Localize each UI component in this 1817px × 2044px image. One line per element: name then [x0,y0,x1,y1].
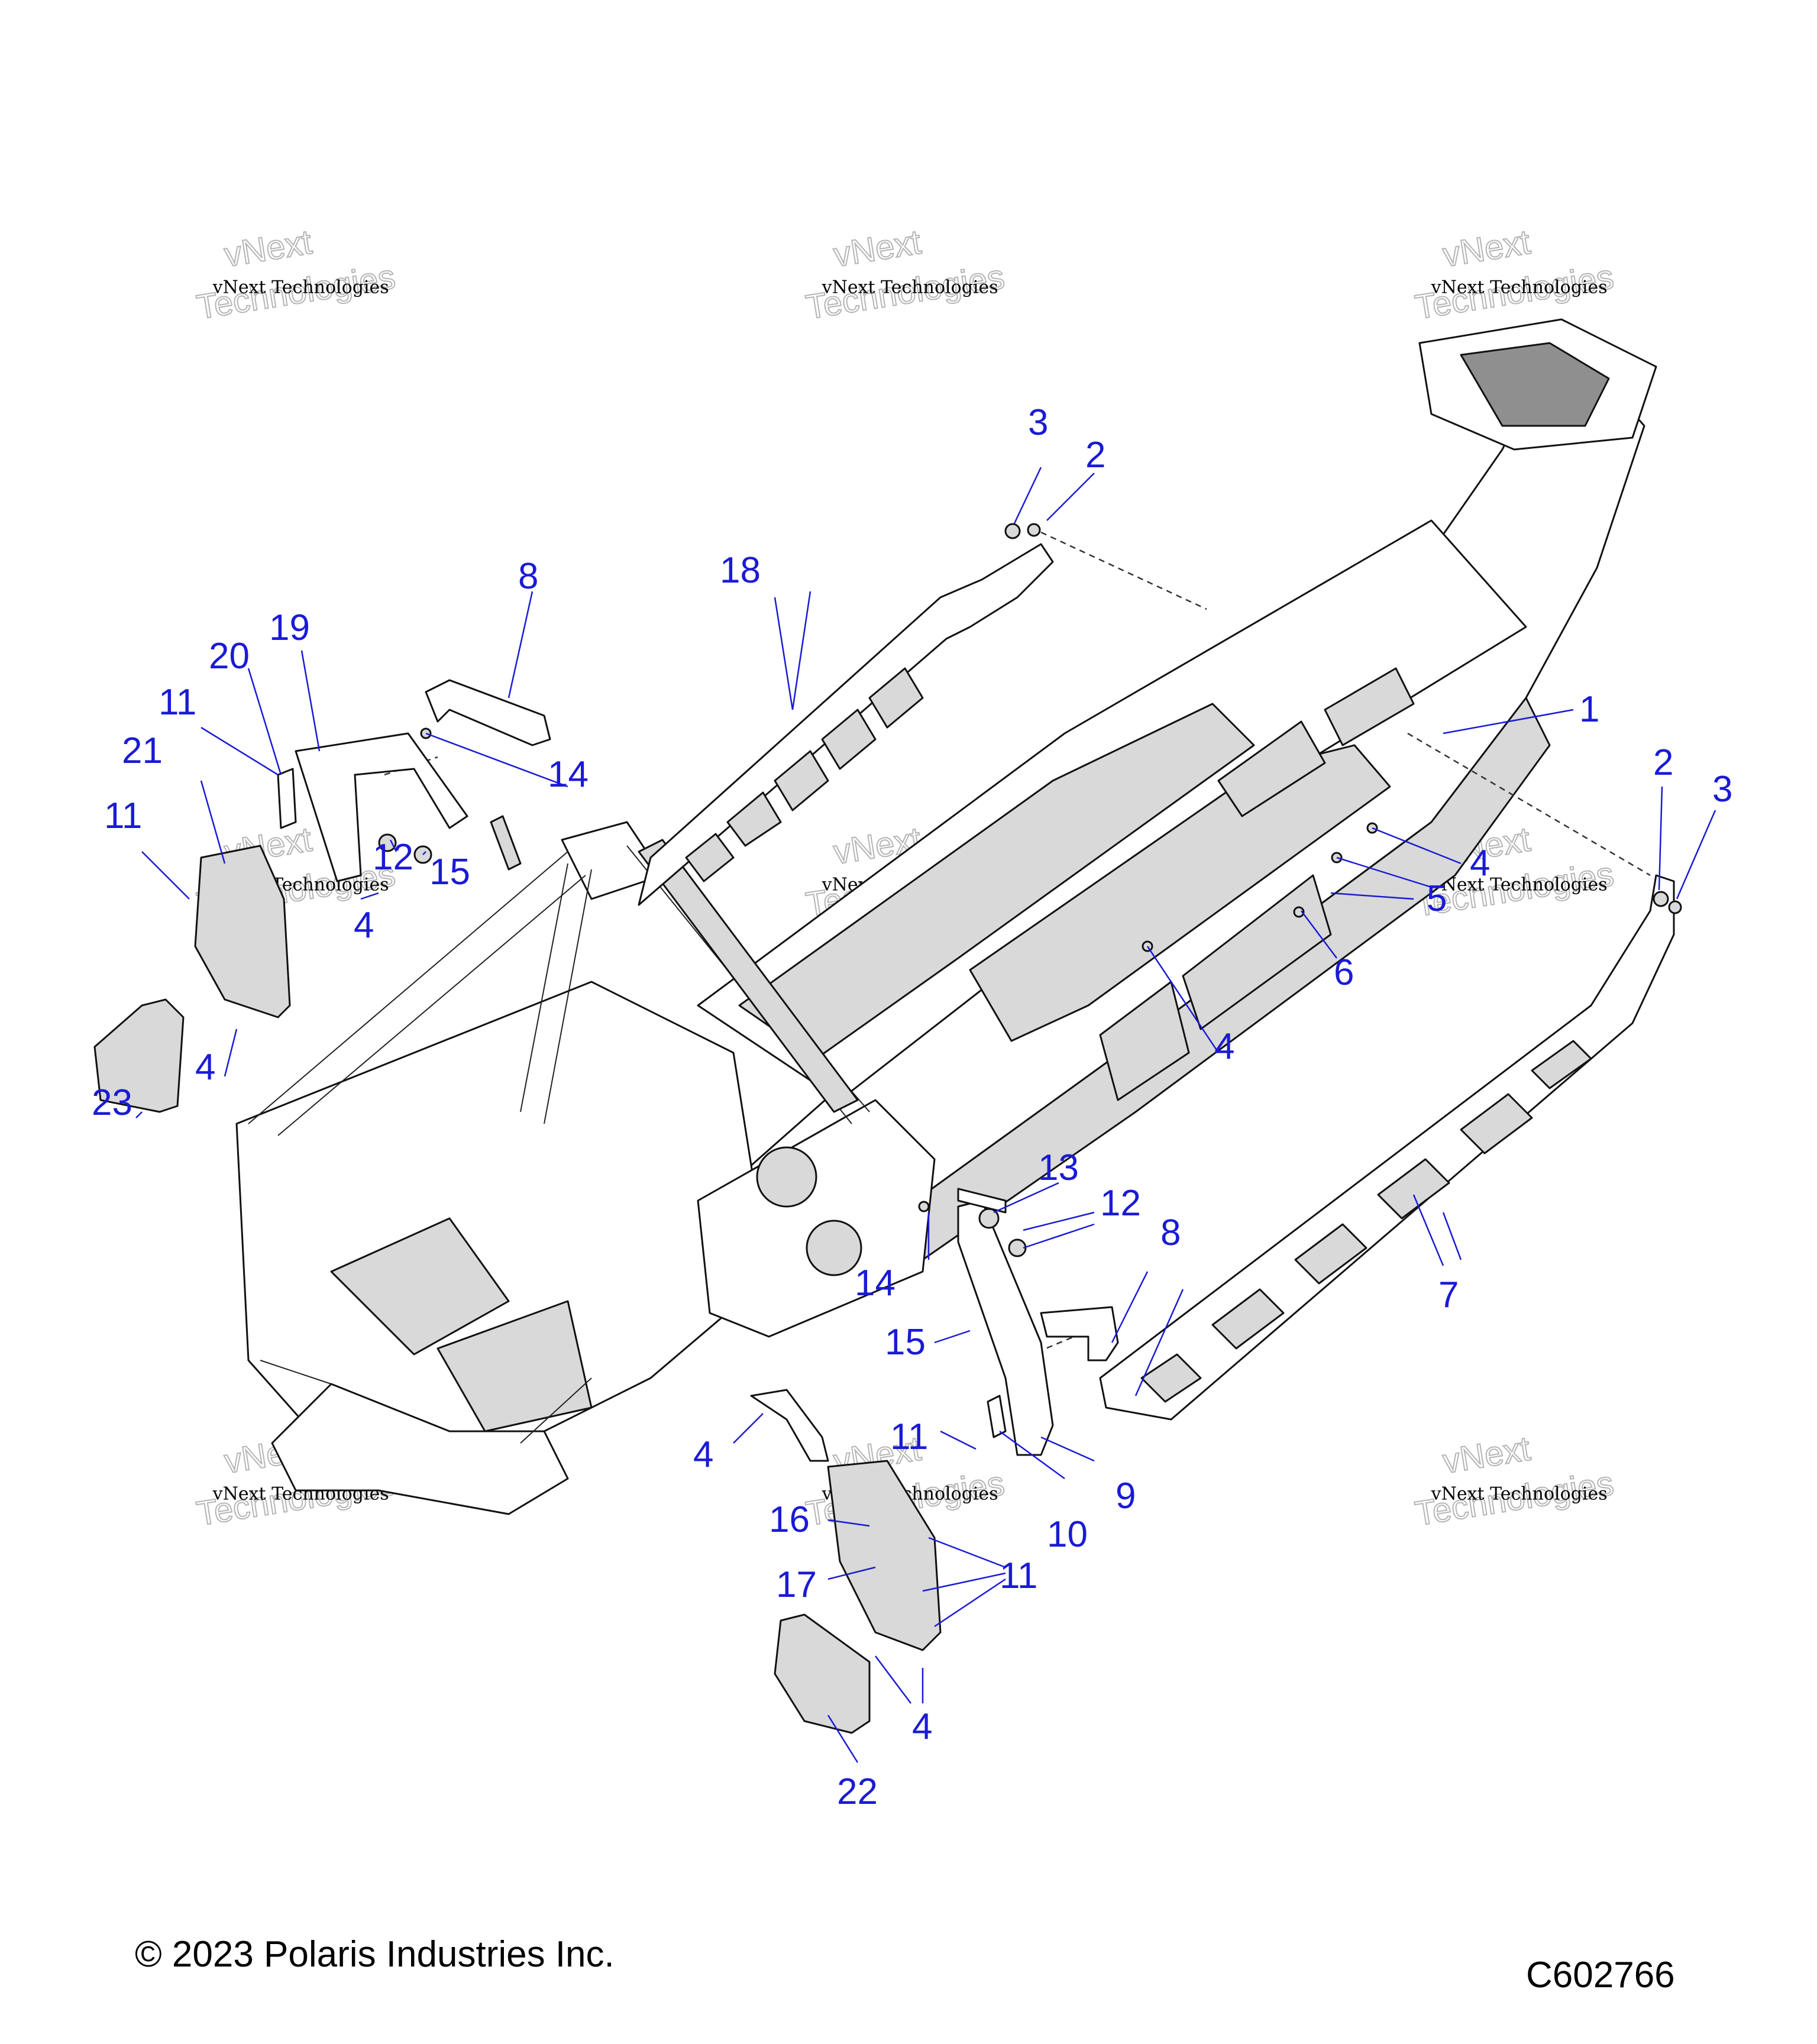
part-8-foot-brace-left [425,679,551,746]
callout-12-lower: 12 [1100,1183,1141,1224]
part-22-pad-right [774,1613,871,1734]
callout-22: 22 [837,1771,878,1812]
callout-15-upper: 15 [429,852,470,892]
part-23-pad-left [93,998,185,1113]
watermark-top-right: vNext Technologies vNext Technologies [1412,222,1617,328]
svg-text:vNext Technologies: vNext Technologies [822,277,998,297]
part-16-bracket-arm [750,1389,829,1462]
svg-text:vNext: vNext [1440,223,1533,274]
callout-8-upper: 8 [518,556,538,597]
svg-text:vNext: vNext [222,223,315,274]
svg-text:vNext: vNext [831,223,924,274]
part-16-footrest-plate-right [827,1460,942,1651]
callout-5: 5 [1427,878,1447,919]
tie-rod-left [490,815,522,871]
callout-12-upper: 12 [373,837,413,878]
chassis-assembly [235,318,1657,1515]
callout-18: 18 [720,550,761,591]
alignment-line-bracket-left [384,756,438,776]
callout-8-lower: 8 [1160,1212,1181,1253]
callout-19: 19 [269,607,310,648]
callout-20: 20 [209,636,250,677]
part-7-running-board-right [1099,874,1675,1421]
part-20-plate-left [277,768,297,829]
callout-labels: 1 2 2 3 3 4 4 4 4 4 4 5 6 7 8 8 9 10 11 … [92,402,1732,1812]
svg-text:vNext Technologies: vNext Technologies [1431,277,1608,297]
callout-13: 13 [1038,1147,1079,1188]
callout-11-lower-center: 11 [890,1416,928,1457]
callout-14-upper: 14 [548,754,589,795]
callout-7: 7 [1438,1275,1459,1315]
svg-text:vNext Technologies: vNext Technologies [1431,874,1608,895]
part-10-plate-right [987,1395,1007,1438]
copyright-notice: © 2023 Polaris Industries Inc. [135,1934,615,1975]
callout-6: 6 [1334,952,1354,993]
part-13-link-right [957,1188,1007,1214]
callout-3-right: 3 [1712,769,1732,810]
callout-21: 21 [122,730,163,771]
callout-1: 1 [1579,689,1599,730]
callout-4-mid-right: 4 [1214,1026,1234,1067]
part-8-foot-brace-right [1040,1306,1119,1361]
callout-11-left: 11 [104,795,142,836]
callout-23: 23 [92,1082,132,1123]
svg-text:vNext Technologies: vNext Technologies [212,277,389,297]
callout-2-right: 2 [1653,742,1673,783]
callout-10: 10 [1047,1514,1088,1555]
part-18-running-board-left [638,543,1054,906]
callout-17: 17 [776,1564,817,1605]
callout-2-top: 2 [1085,435,1105,476]
part-9-bracket-right [957,1199,1054,1456]
callout-11-lower-right: 11 [1000,1555,1037,1596]
callout-9: 9 [1116,1476,1136,1516]
callout-14-lower: 14 [855,1263,895,1304]
watermark-top-left: vNext Technologies vNext Technologies [193,222,399,328]
callout-4-left-plate: 4 [195,1047,215,1088]
callout-16: 16 [769,1499,810,1540]
part-19-bracket-left [295,732,468,882]
figure-id: C602766 [1526,1955,1675,1996]
callout-15-lower: 15 [885,1322,926,1363]
callout-4-upper-right: 4 [1470,843,1490,884]
leader-lines [135,467,1716,1763]
callout-4-lower-right: 4 [912,1706,932,1747]
alignment-line-right [1407,732,1651,877]
watermark-bottom-right: vNext Technologies vNext Technologies [1412,1429,1617,1534]
callout-3-top: 3 [1028,402,1048,443]
callout-4-lower-center: 4 [693,1434,713,1475]
svg-text:vNext Technologies: vNext Technologies [1431,1483,1608,1504]
alignment-line-left [1040,531,1207,610]
callout-4-upper-left: 4 [354,905,374,946]
callout-11-upper-left: 11 [159,682,196,723]
part-21-footrest-plate-left [194,845,291,1018]
svg-text:vNext: vNext [1440,1429,1533,1481]
watermark-top-center: vNext Technologies vNext Technologies [803,222,1008,328]
